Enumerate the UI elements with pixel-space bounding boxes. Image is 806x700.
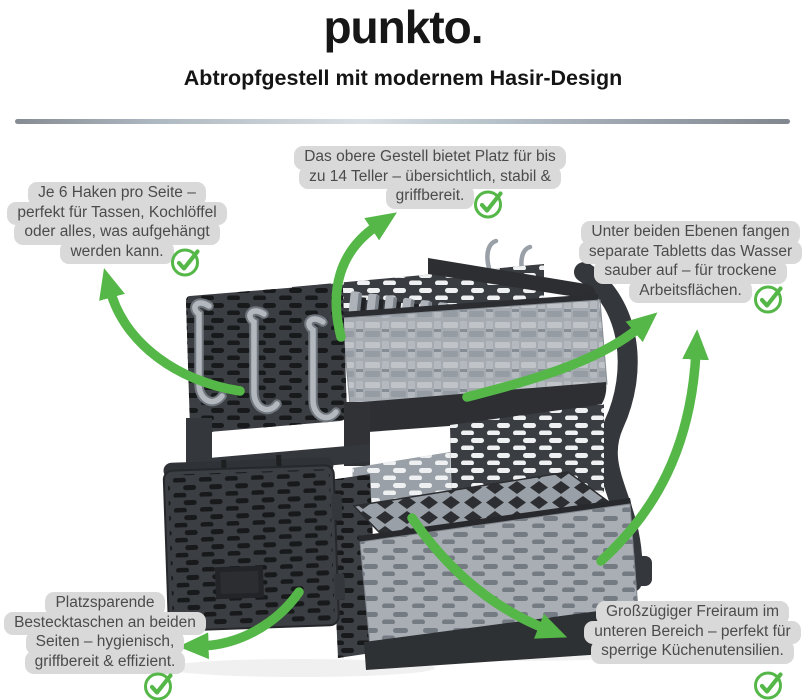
callout-line: Platzsparende: [45, 592, 165, 616]
callout-line: sperrige Küchenutensilien.: [591, 640, 794, 664]
callout-drip-trays: Unter beiden Ebenen fangen separate Tabl…: [575, 221, 806, 314]
arrow-to-tray-callout-upper: [462, 312, 658, 402]
arrow-to-hooks-callout: [99, 268, 245, 396]
callout-line: Arbeitsflächen.: [629, 279, 752, 304]
callout-line: werden kann.: [60, 240, 174, 265]
brand-logo: punkto.: [0, 0, 806, 54]
callout-top-shelf: Das obere Gestell bietet Platz für bis z…: [287, 146, 573, 219]
callout-line: perfekt für Tassen, Kochlöffel: [7, 201, 227, 226]
callout-line: Je 6 Haken pro Seite –: [28, 182, 206, 206]
check-circle-icon: [144, 672, 173, 700]
cutlery-basket: [162, 454, 346, 632]
callout-line: separate Tabletts das Wasser: [578, 240, 803, 265]
callout-bottom-clearance: Großzügiger Freiraum im unteren Bereich …: [579, 601, 806, 700]
check-circle-icon: [171, 248, 200, 277]
callout-line: Großzügiger Freiraum im: [595, 601, 790, 625]
arrow-to-cutlery-callout: [178, 587, 304, 660]
arrow-to-tray-callout-lower: [596, 329, 709, 566]
callout-line: Bestecktaschen an beiden: [4, 611, 206, 636]
check-circle-icon: [754, 285, 783, 314]
callout-cutlery-pockets: Platzsparende Bestecktaschen an beiden S…: [4, 592, 206, 700]
callout-line: Das obere Gestell bietet Platz für bis: [294, 146, 566, 170]
callout-line: Unter beiden Ebenen fangen: [581, 221, 800, 245]
callout-line: griffbereit.: [385, 185, 475, 209]
arrow-to-top-shelf-callout: [331, 212, 397, 342]
callout-hooks: Je 6 Haken pro Seite – perfekt für Tasse…: [4, 182, 230, 277]
callout-line: Seiten – hygienisch,: [25, 631, 185, 655]
divider-line: [15, 119, 790, 124]
check-circle-icon: [474, 190, 503, 219]
callout-line: sauber auf – für trockene: [594, 260, 787, 284]
brand-logo-dot: .: [470, 1, 484, 53]
callout-line: zu 14 Teller – übersichtlich, stabil &: [299, 165, 561, 190]
callout-line: unteren Bereich – perfekt für: [584, 620, 801, 645]
page-title: Abtropfgestell mit modernem Hasir-Design: [183, 66, 623, 90]
brand-logo-text: punkto: [323, 1, 471, 53]
callout-line: griffbereit & effizient.: [24, 650, 186, 675]
check-circle-icon: [754, 671, 783, 700]
arrow-to-clearance-callout: [407, 513, 568, 639]
callout-line: oder alles, was aufgehängt: [14, 221, 220, 245]
